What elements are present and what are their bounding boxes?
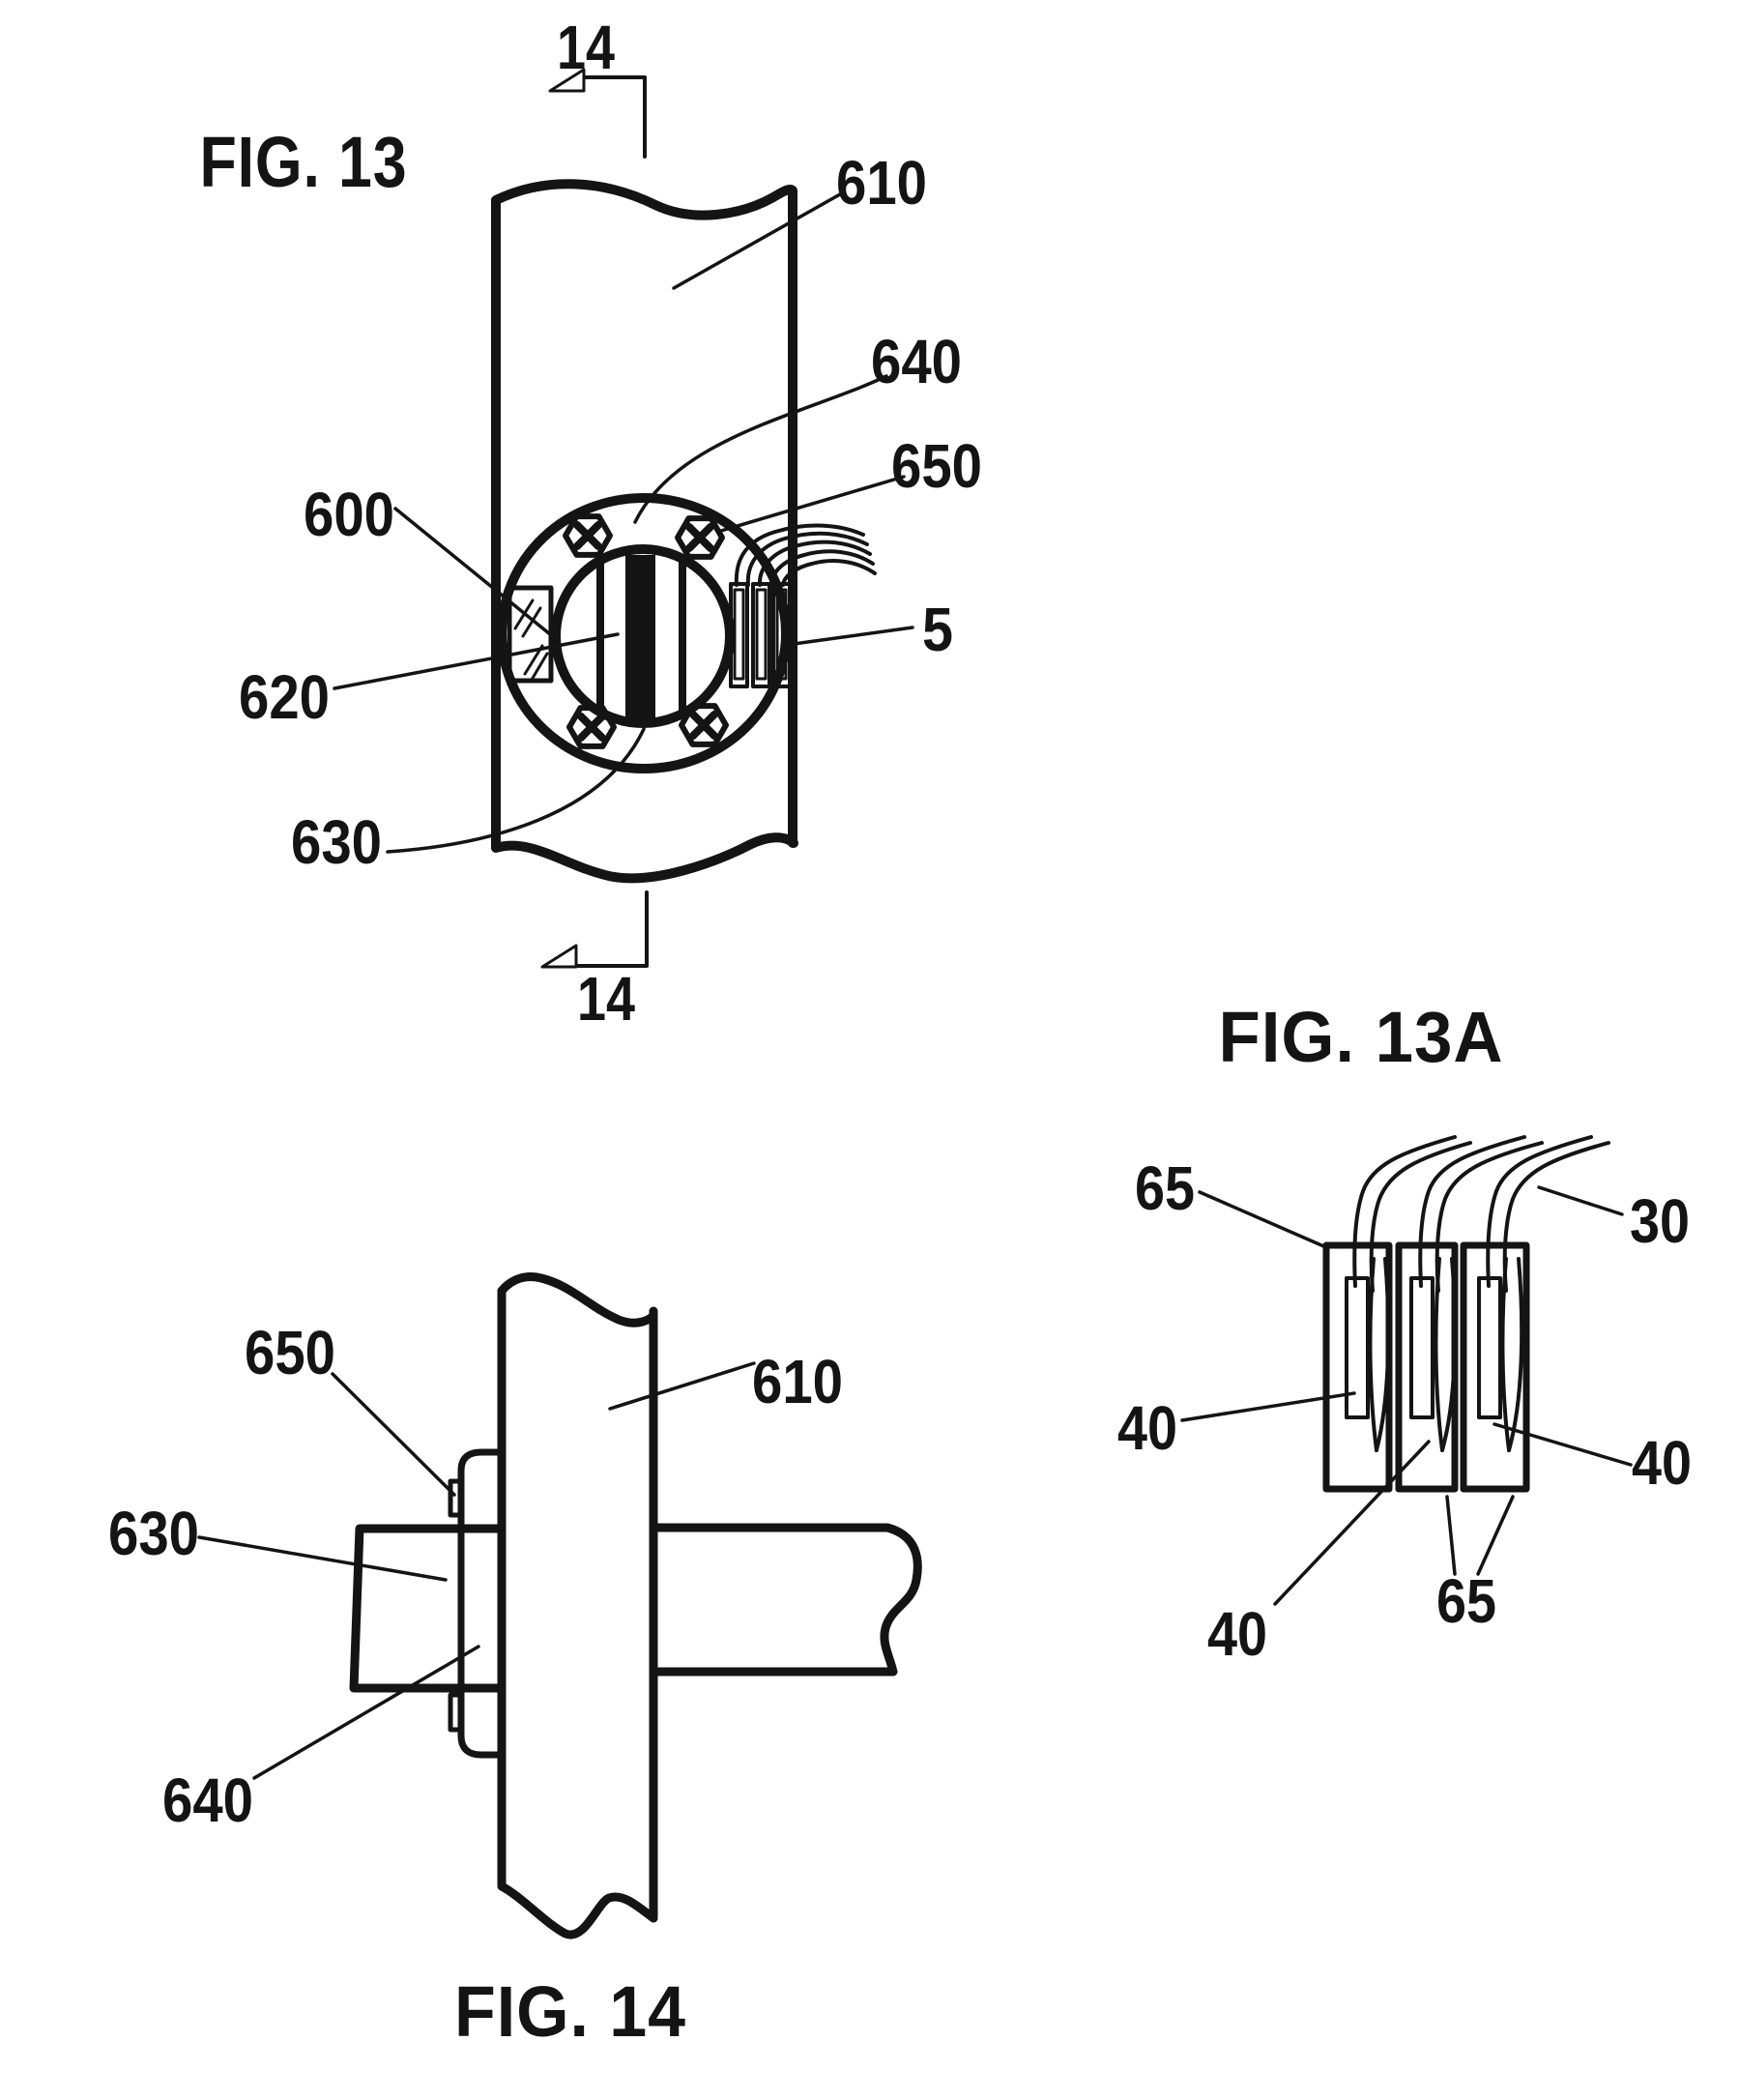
fig13-label-640: 640	[871, 327, 962, 396]
fig13a-label-40-bottom: 40	[1207, 1599, 1267, 1669]
fig13-leader-630	[386, 727, 646, 854]
fig13a-leader-40-left	[1180, 1391, 1356, 1422]
fig13-drawing	[333, 68, 914, 969]
fig13-leader-650	[719, 475, 906, 533]
fig14-band-outline	[497, 1272, 658, 1940]
fig14-label-630: 630	[108, 1499, 199, 1568]
fig13-leader-600	[393, 507, 552, 636]
fig13-section-label-bottom: 14	[577, 964, 635, 1034]
fig13-band-outline	[491, 179, 798, 884]
fig13a-leader-40-right	[1493, 1422, 1633, 1467]
fig14-clip-bottom	[448, 1692, 464, 1733]
fig13a-leader-30	[1537, 1185, 1624, 1216]
fig13a-wires	[1352, 1135, 1610, 1293]
fig14-drawing	[197, 1272, 922, 1940]
fig13-leader-640	[633, 374, 888, 524]
fig13-sensor-strips	[729, 582, 792, 688]
fig13-leader-610	[672, 192, 842, 290]
fig14-leader-610	[608, 1361, 756, 1411]
fig14-leader-lines	[197, 1361, 756, 1780]
fig13a-drawing	[1180, 1135, 1633, 1606]
screw-icon	[678, 518, 722, 557]
fig13a-title: FIG. 13A	[1219, 997, 1504, 1077]
fig13a-label-40-right: 40	[1632, 1428, 1692, 1498]
fig14-leader-630	[197, 1535, 448, 1582]
fig13a-leader-40-bottom	[1273, 1440, 1431, 1606]
fig13a-label-65-top: 65	[1135, 1153, 1195, 1223]
fig14-shaft-right	[649, 1523, 922, 1677]
fig13a-label-40-left: 40	[1117, 1393, 1177, 1463]
fig14-shaft-left	[349, 1524, 507, 1693]
fig13-leader-620	[333, 632, 620, 690]
fig13-center-bar	[625, 555, 655, 718]
fig14-leader-640	[252, 1645, 480, 1780]
fig14-leader-650	[331, 1372, 456, 1497]
fig13-title: FIG. 13	[200, 122, 408, 202]
fig13-label-650: 650	[891, 431, 982, 501]
fig14-clip-top	[448, 1478, 464, 1518]
fig14-label-650: 650	[245, 1318, 335, 1387]
fig14-mounting-plate	[457, 1448, 506, 1759]
fig13-label-5: 5	[922, 595, 953, 664]
fig13a-label-65-bottom: 65	[1436, 1566, 1496, 1636]
fig13-leader-lines	[333, 192, 914, 854]
fig13-section-marker-bottom	[540, 890, 649, 969]
fig14-label-610: 610	[752, 1347, 843, 1416]
fig13a-leader-65-top	[1198, 1190, 1330, 1250]
fig13-label-630: 630	[291, 807, 382, 877]
fig13-sensor-wires	[734, 523, 877, 587]
fig13a-leader-65-bottom-b	[1476, 1495, 1515, 1576]
fig13-label-620: 620	[239, 662, 330, 732]
fig13-section-marker-top	[548, 68, 647, 159]
fig13a-label-30: 30	[1630, 1186, 1690, 1256]
screw-icon	[565, 516, 610, 555]
fig14-title: FIG. 14	[454, 1971, 686, 2052]
fig13-section-label-top: 14	[557, 13, 615, 82]
fig13-mirror-hatching	[513, 598, 549, 682]
fig14-label-640: 640	[162, 1765, 253, 1835]
fig13a-leader-65-bottom-a	[1445, 1495, 1457, 1576]
fig13-leader-5	[792, 626, 914, 646]
fig13a-leader-lines	[1180, 1185, 1633, 1606]
fig13-label-610: 610	[836, 148, 927, 218]
fig13-label-600: 600	[304, 480, 394, 549]
